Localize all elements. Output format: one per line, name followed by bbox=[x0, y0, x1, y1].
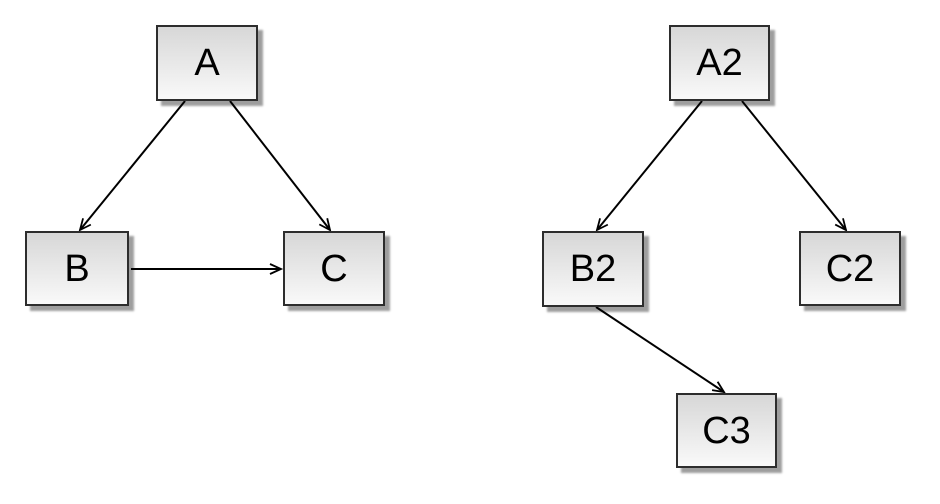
edge-A2-to-C2 bbox=[741, 100, 848, 232]
node-A: A bbox=[156, 25, 258, 101]
edge-B2-to-C3 bbox=[595, 306, 726, 394]
node-label-B2: B2 bbox=[569, 248, 617, 290]
node-label-A: A bbox=[194, 42, 220, 84]
node-label-C3: C3 bbox=[702, 409, 751, 452]
node-B2: B2 bbox=[542, 231, 644, 307]
edge-A2-to-B2 bbox=[595, 100, 703, 232]
node-label-B: B bbox=[64, 247, 90, 290]
node-label-A2: A2 bbox=[696, 42, 743, 84]
node-C3: C3 bbox=[676, 393, 777, 468]
node-A2: A2 bbox=[669, 25, 770, 101]
node-C: C bbox=[283, 231, 385, 306]
edge-A-to-C bbox=[229, 100, 332, 232]
node-C2: C2 bbox=[799, 231, 901, 306]
node-B: B bbox=[25, 231, 129, 306]
node-label-C: C bbox=[320, 247, 348, 290]
node-label-C2: C2 bbox=[825, 247, 875, 290]
edge-A-to-B bbox=[78, 100, 186, 232]
